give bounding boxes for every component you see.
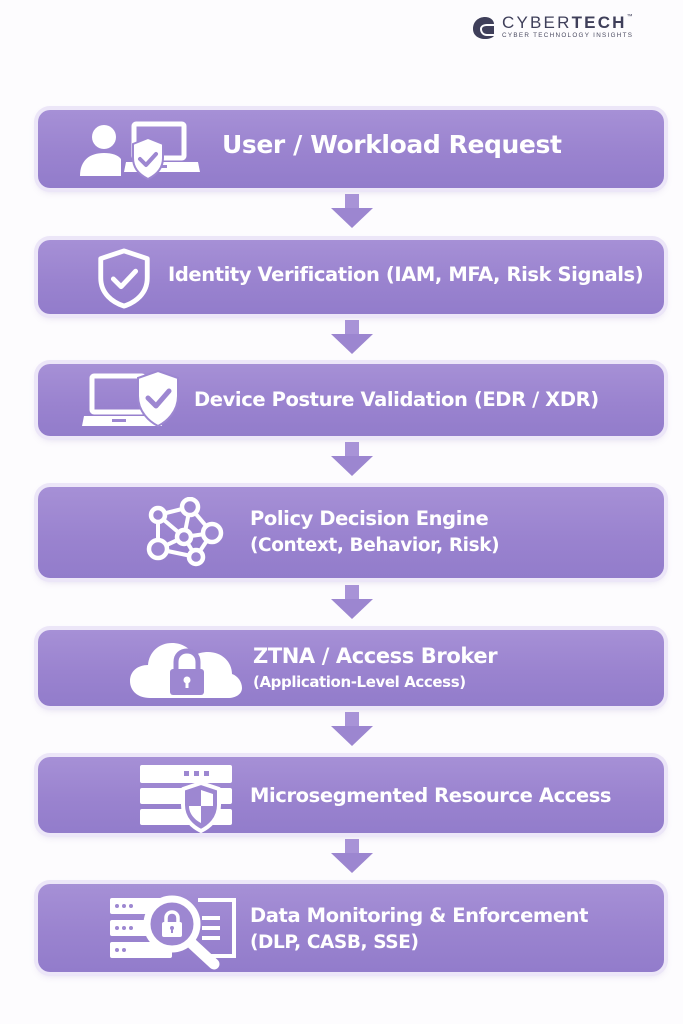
server-shield-icon <box>138 763 238 833</box>
cybertech-logo: CYBERTECH™ CYBER TECHNOLOGY INSIGHTS <box>470 14 635 40</box>
flow-step-identity-verification: Identity Verification (IAM, MFA, Risk Si… <box>38 240 664 314</box>
step-subtitle: (DLP, CASB, SSE) <box>250 932 419 953</box>
down-arrow-connector <box>331 839 373 873</box>
brand-name: CYBERTECH™ <box>502 13 635 33</box>
down-arrow-connector <box>331 442 373 476</box>
step-title: Device Posture Validation (EDR / XDR) <box>194 388 599 411</box>
step-subtitle: (Context, Behavior, Risk) <box>250 535 500 556</box>
down-arrow-connector <box>331 712 373 746</box>
step-title: Policy Decision Engine <box>250 507 489 530</box>
step-title: Identity Verification (IAM, MFA, Risk Si… <box>168 263 644 286</box>
step-title: Microsegmented Resource Access <box>250 784 612 807</box>
flow-step-user-workload-request: User / Workload Request <box>38 110 664 188</box>
user-laptop-shield-icon <box>76 118 201 182</box>
brand-tagline: CYBER TECHNOLOGY INSIGHTS <box>502 32 634 40</box>
down-arrow-connector <box>331 585 373 619</box>
flow-step-policy-decision-engine: Policy Decision Engine (Context, Behavio… <box>38 487 664 578</box>
cloud-lock-icon <box>130 636 242 700</box>
down-arrow-connector <box>331 194 373 228</box>
laptop-shield-icon <box>82 370 182 432</box>
step-title: Data Monitoring & Enforcement <box>250 904 589 927</box>
step-title: ZTNA / Access Broker <box>253 644 498 668</box>
step-title: User / Workload Request <box>222 130 562 159</box>
flow-step-microsegmented-resource-access: Microsegmented Resource Access <box>38 757 664 833</box>
flow-step-device-posture-validation: Device Posture Validation (EDR / XDR) <box>38 364 664 436</box>
server-magnifier-lock-icon <box>110 888 240 972</box>
cybertech-logo-mark-icon <box>473 17 494 39</box>
flow-step-data-monitoring-enforcement: Data Monitoring & Enforcement (DLP, CASB… <box>38 884 664 972</box>
network-nodes-icon <box>146 497 224 569</box>
shield-check-icon <box>92 246 156 310</box>
down-arrow-connector <box>331 320 373 354</box>
step-subtitle: (Application-Level Access) <box>253 673 466 691</box>
flow-step-ztna-access-broker: ZTNA / Access Broker (Application-Level … <box>38 630 664 706</box>
